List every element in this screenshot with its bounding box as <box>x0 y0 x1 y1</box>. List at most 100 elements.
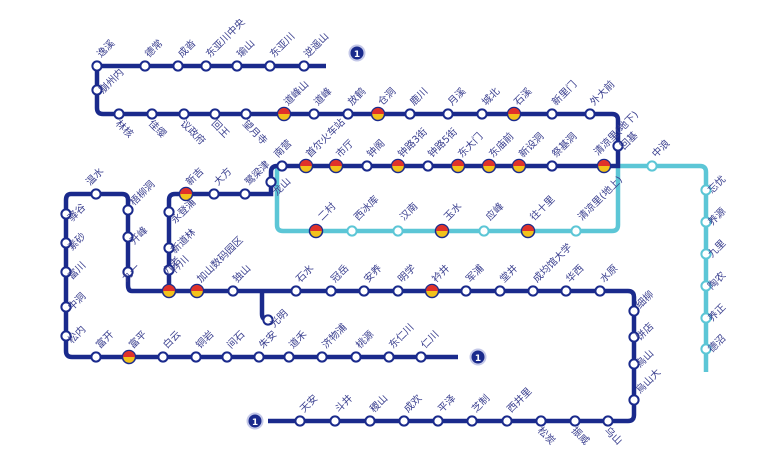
transfer-station-marker[interactable] <box>520 223 536 239</box>
station-marker[interactable] <box>560 285 572 297</box>
transfer-station-marker[interactable] <box>434 223 450 239</box>
station-marker[interactable] <box>700 280 712 292</box>
station-marker[interactable] <box>209 108 221 120</box>
transfer-station-marker[interactable] <box>161 283 177 299</box>
station-marker[interactable] <box>264 60 276 72</box>
station-marker[interactable] <box>700 343 712 355</box>
transfer-station-marker[interactable] <box>370 106 386 122</box>
station-marker[interactable] <box>163 242 175 254</box>
station-marker[interactable] <box>569 415 581 427</box>
station-marker[interactable] <box>646 160 658 172</box>
station-marker[interactable] <box>308 108 320 120</box>
station-marker[interactable] <box>700 248 712 260</box>
transfer-station-marker[interactable] <box>298 158 314 174</box>
station-marker[interactable] <box>122 266 134 278</box>
station-marker[interactable] <box>584 108 596 120</box>
station-marker[interactable] <box>398 415 410 427</box>
station-marker[interactable] <box>240 108 252 120</box>
transfer-station-marker[interactable] <box>511 158 527 174</box>
station-marker[interactable] <box>60 208 72 220</box>
station-marker[interactable] <box>466 415 478 427</box>
station-marker[interactable] <box>113 108 125 120</box>
station-marker[interactable] <box>60 237 72 249</box>
transfer-station-marker[interactable] <box>481 158 497 174</box>
station-marker[interactable] <box>283 351 295 363</box>
station-marker[interactable] <box>422 160 434 172</box>
transfer-station-marker[interactable] <box>596 158 612 174</box>
station-marker[interactable] <box>122 204 134 216</box>
transfer-station-marker[interactable] <box>328 158 344 174</box>
station-marker[interactable] <box>700 312 712 324</box>
station-marker[interactable] <box>60 266 72 278</box>
station-marker[interactable] <box>262 314 274 326</box>
station-marker[interactable] <box>364 415 376 427</box>
station-marker[interactable] <box>501 415 513 427</box>
station-marker[interactable] <box>157 351 169 363</box>
station-marker[interactable] <box>231 60 243 72</box>
station-marker[interactable] <box>478 225 490 237</box>
station-marker[interactable] <box>239 188 251 200</box>
station-marker[interactable] <box>612 140 624 152</box>
station-marker[interactable] <box>276 160 288 172</box>
transfer-station-marker[interactable] <box>276 106 292 122</box>
station-marker[interactable] <box>90 351 102 363</box>
transfer-station-marker[interactable] <box>178 186 194 202</box>
station-marker[interactable] <box>178 108 190 120</box>
station-marker[interactable] <box>316 351 328 363</box>
station-marker[interactable] <box>227 285 239 297</box>
station-marker[interactable] <box>700 184 712 196</box>
station-marker[interactable] <box>200 60 212 72</box>
station-marker[interactable] <box>392 285 404 297</box>
station-marker[interactable] <box>392 225 404 237</box>
station-marker[interactable] <box>358 285 370 297</box>
station-marker[interactable] <box>527 285 539 297</box>
station-marker[interactable] <box>91 60 103 72</box>
station-marker[interactable] <box>442 108 454 120</box>
transfer-station-marker[interactable] <box>308 223 324 239</box>
station-marker[interactable] <box>361 160 373 172</box>
station-marker[interactable] <box>346 225 358 237</box>
transfer-station-marker[interactable] <box>506 106 522 122</box>
station-marker[interactable] <box>329 415 341 427</box>
station-marker[interactable] <box>432 415 444 427</box>
station-marker[interactable] <box>404 108 416 120</box>
station-marker[interactable] <box>628 305 640 317</box>
station-marker[interactable] <box>163 206 175 218</box>
station-marker[interactable] <box>60 301 72 313</box>
station-marker[interactable] <box>253 351 265 363</box>
station-marker[interactable] <box>290 285 302 297</box>
station-marker[interactable] <box>628 331 640 343</box>
station-marker[interactable] <box>325 285 337 297</box>
station-marker[interactable] <box>700 216 712 228</box>
station-marker[interactable] <box>476 108 488 120</box>
station-marker[interactable] <box>221 351 233 363</box>
station-marker[interactable] <box>460 285 472 297</box>
transfer-station-marker[interactable] <box>424 283 440 299</box>
transfer-station-marker[interactable] <box>121 349 137 365</box>
station-marker[interactable] <box>628 394 640 406</box>
station-marker[interactable] <box>163 264 175 276</box>
station-marker[interactable] <box>602 415 614 427</box>
station-marker[interactable] <box>208 188 220 200</box>
transfer-station-marker[interactable] <box>189 283 205 299</box>
station-marker[interactable] <box>146 108 158 120</box>
station-marker[interactable] <box>628 358 640 370</box>
station-marker[interactable] <box>535 415 547 427</box>
station-marker[interactable] <box>294 415 306 427</box>
station-marker[interactable] <box>342 108 354 120</box>
station-marker[interactable] <box>298 60 310 72</box>
station-marker[interactable] <box>570 225 582 237</box>
station-marker[interactable] <box>91 84 103 96</box>
station-marker[interactable] <box>546 160 558 172</box>
station-marker[interactable] <box>122 231 134 243</box>
station-marker[interactable] <box>60 330 72 342</box>
station-marker[interactable] <box>172 60 184 72</box>
station-marker[interactable] <box>90 188 102 200</box>
station-marker[interactable] <box>383 351 395 363</box>
transfer-station-marker[interactable] <box>390 158 406 174</box>
station-marker[interactable] <box>350 351 362 363</box>
transfer-station-marker[interactable] <box>450 158 466 174</box>
station-marker[interactable] <box>415 351 427 363</box>
station-marker[interactable] <box>139 60 151 72</box>
station-marker[interactable] <box>494 285 506 297</box>
